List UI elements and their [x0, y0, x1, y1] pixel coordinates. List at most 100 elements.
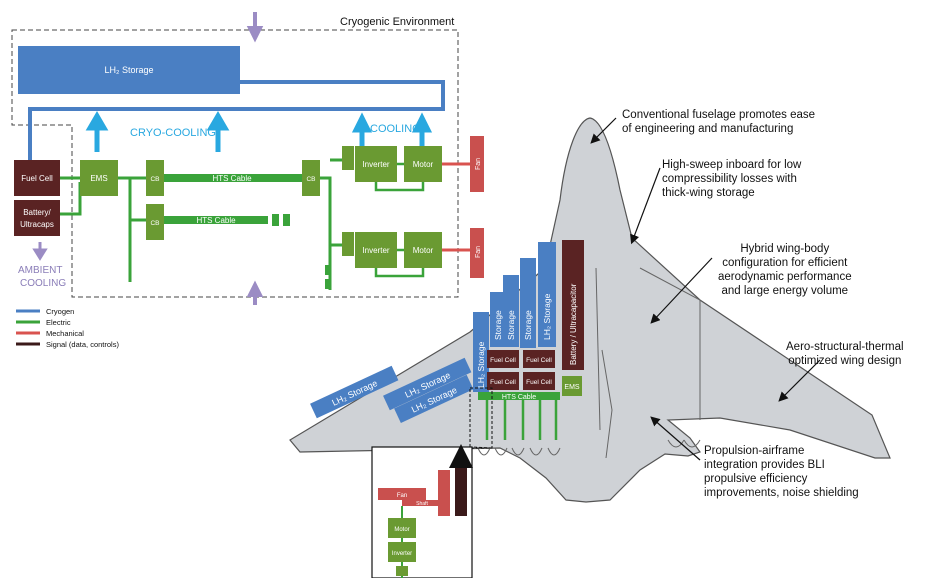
motor-1-label: Motor	[413, 160, 434, 169]
dashed-end-1	[325, 265, 331, 275]
schematic: Cryogenic Environment LH₂ Storage CRYO-C…	[11, 12, 484, 305]
hts-cable-end-1	[272, 214, 279, 226]
inverter-1	[355, 146, 397, 182]
ambient-cooling-line2: COOLING	[20, 278, 66, 289]
inset-dark-column	[455, 460, 467, 516]
aircraft-body-storage: LH₂ Storage Storage Storage Storage LH₂ …	[473, 240, 584, 392]
body-storage-label-2: Storage	[493, 310, 503, 340]
bottom-ambient-arrow	[246, 280, 264, 305]
inverter-2	[355, 232, 397, 268]
body-storage-3	[503, 275, 519, 347]
cb-3-label: CB	[306, 176, 315, 183]
ac-hts-cable-label: HTS Cable	[502, 394, 536, 401]
battery-label-line1: Battery/	[23, 208, 51, 217]
ac-fuel-cell-label-2: Fuel Cell	[526, 357, 552, 364]
lh2-storage-label: LH₂ Storage	[104, 65, 153, 75]
body-storage-label-3: Storage	[506, 310, 516, 340]
annotation-leaders	[590, 117, 821, 461]
hts-cable-label-2: HTS Cable	[196, 216, 236, 225]
body-storage-label-5: LH₂ Storage	[542, 293, 552, 340]
hts-cable-2	[164, 216, 268, 224]
cb-2-label: CB	[150, 220, 159, 227]
inset-zoom: Fan Shaft Motor Inverter	[371, 387, 493, 578]
cb-1-label: CB	[150, 176, 159, 183]
battery-block	[14, 200, 60, 236]
ac-ems	[562, 376, 582, 396]
body-storage-label-1: LH₂ Storage	[476, 341, 486, 388]
legend-label: Electric	[46, 318, 71, 327]
inverter-2-label: Inverter	[362, 246, 389, 255]
top-ambient-arrow	[246, 12, 264, 43]
aircraft-power-system: Fuel Cell Fuel Cell Fuel Cell Fuel Cell …	[478, 350, 582, 440]
legend-label: Cryogen	[46, 307, 74, 316]
inset-inverter	[388, 542, 416, 562]
fan-2-label: Fan	[475, 246, 482, 258]
inset-red-column	[438, 470, 450, 516]
battery-ultracap-label: Battery / Ultracapacitor	[569, 283, 578, 365]
ambient-arrow	[32, 242, 48, 261]
cryogen-loop	[28, 80, 445, 155]
wing-lh2-tank-1	[310, 365, 399, 419]
cryo-cooling-arrow-1	[85, 111, 109, 152]
motor-2-label: Motor	[413, 246, 434, 255]
inset-highlight-box	[469, 387, 493, 449]
cryo-cooling-label: CRYO-COOLING	[130, 127, 216, 139]
inset-shaft-label: Shaft	[416, 501, 428, 507]
inset-inverter-label: Inverter	[392, 551, 412, 557]
ac-hts-cable	[478, 392, 560, 400]
inset-motor	[388, 518, 416, 538]
cb-5	[342, 232, 354, 256]
ac-fuel-cell-3	[487, 372, 519, 390]
body-storage-5	[538, 242, 556, 347]
ems-block	[80, 160, 118, 196]
inset-fan-label: Fan	[397, 493, 407, 499]
cb-4	[342, 146, 354, 170]
wing-lh2-tank-2	[383, 357, 472, 411]
inset-shaft	[402, 500, 442, 506]
motor-2	[404, 232, 442, 268]
hts-cable-end-2	[283, 214, 290, 226]
ems-label: EMS	[90, 174, 107, 183]
cb-3	[302, 160, 320, 196]
ambient-cooling-line1: AMBIENT	[18, 265, 62, 276]
ac-fuel-cell-label-4: Fuel Cell	[526, 379, 552, 386]
fan-1	[470, 136, 484, 192]
cryogenic-environment-label: Cryogenic Environment	[340, 16, 454, 28]
ac-fuel-cell-4	[523, 372, 555, 390]
cb-1	[146, 160, 164, 196]
battery-ultracap-block	[562, 240, 584, 370]
body-storage-2	[490, 292, 506, 347]
aircraft	[289, 117, 891, 503]
ac-fuel-cell-label-1: Fuel Cell	[490, 357, 516, 364]
cooling-arrow-2	[411, 112, 433, 146]
motor-1	[404, 146, 442, 182]
aircraft-body	[289, 117, 891, 503]
ac-fuel-cell-2	[523, 350, 555, 368]
fan-2	[470, 228, 484, 278]
cryo-cooling-arrow-2	[206, 111, 230, 152]
body-storage-1	[473, 312, 489, 392]
dashed-end-2	[325, 279, 331, 289]
inverter-1-label: Inverter	[362, 160, 389, 169]
legend-label: Mechanical	[46, 329, 84, 338]
fuel-cell-block	[14, 160, 60, 196]
body-storage-4	[520, 258, 536, 348]
inset-cb	[396, 566, 408, 576]
wing-lh2-tank-3	[394, 374, 474, 424]
inset-fan	[378, 488, 426, 500]
hts-cable-1	[164, 174, 302, 182]
cooling-label: COOLING	[370, 123, 421, 135]
ac-fuel-cell-label-3: Fuel Cell	[490, 379, 516, 386]
fuel-cell-label: Fuel Cell	[21, 174, 53, 183]
hts-cable-label-1b: HTS Cable	[212, 174, 252, 183]
battery-label-line2: Ultracaps	[20, 220, 54, 229]
fan-1-label: Fan	[475, 158, 482, 170]
ac-ems-label: EMS	[564, 384, 580, 391]
